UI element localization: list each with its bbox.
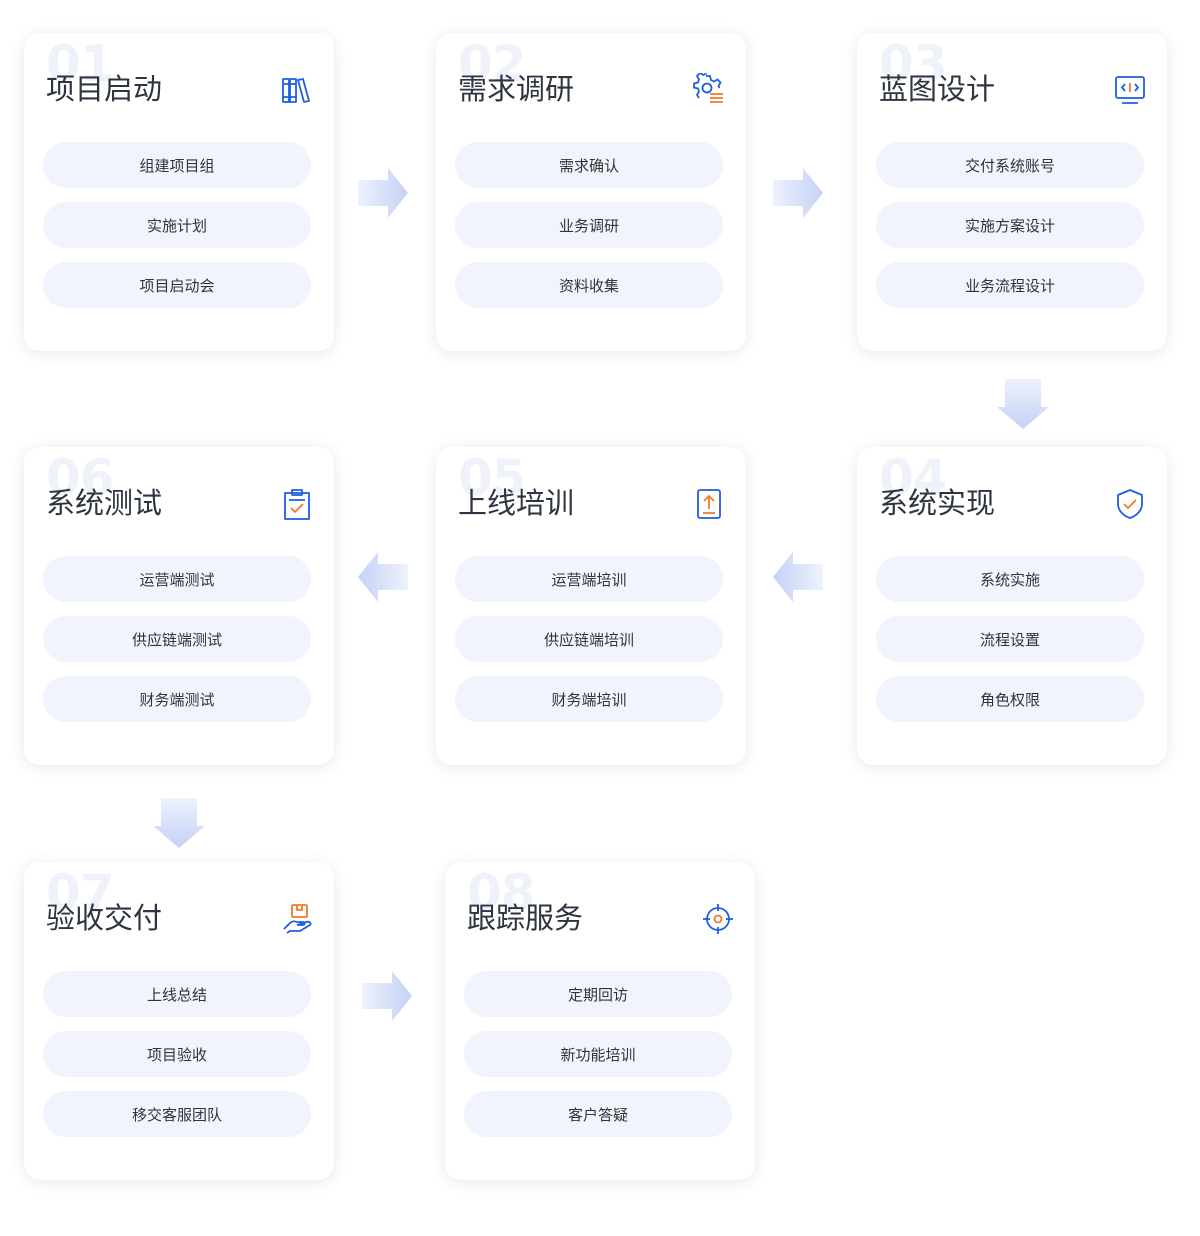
arrow-right-icon bbox=[358, 168, 408, 218]
step-card-05: 05 上线培训 运营端培训 供应链端培训 财务端培训 bbox=[436, 447, 746, 765]
step-item: 客户答疑 bbox=[464, 1091, 732, 1137]
step-title: 验收交付 bbox=[46, 901, 163, 935]
step-card-01: 01 项目启动 组建项目组 实施计划 项目启动会 bbox=[24, 33, 334, 351]
step-number: 02 bbox=[458, 35, 527, 93]
step-item: 组建项目组 bbox=[43, 142, 311, 188]
books-icon bbox=[282, 78, 310, 103]
gear-list-icon bbox=[693, 73, 723, 103]
step-card-02: 02 需求调研 需求确认 业务调研 资料收集 bbox=[436, 33, 746, 351]
arrow-down-icon bbox=[153, 798, 205, 848]
step-item: 交付系统账号 bbox=[876, 142, 1144, 188]
step-item: 运营端培训 bbox=[455, 556, 723, 602]
shield-check-icon bbox=[1117, 489, 1143, 519]
step-item: 业务流程设计 bbox=[876, 262, 1144, 308]
step-title: 蓝图设计 bbox=[879, 72, 996, 106]
upload-document-icon bbox=[697, 489, 721, 519]
step-item: 系统实施 bbox=[876, 556, 1144, 602]
step-title: 跟踪服务 bbox=[467, 901, 584, 935]
step-item: 新功能培训 bbox=[464, 1031, 732, 1077]
step-title: 项目启动 bbox=[46, 72, 163, 106]
code-monitor-icon bbox=[1115, 76, 1145, 104]
step-title: 系统测试 bbox=[46, 486, 163, 520]
step-title: 上线培训 bbox=[458, 486, 575, 520]
step-item: 业务调研 bbox=[455, 202, 723, 248]
step-card-07: 07 验收交付 上线总结 项目验收 移交客服团队 bbox=[24, 862, 334, 1180]
step-item: 角色权限 bbox=[876, 676, 1144, 722]
step-number: 06 bbox=[46, 449, 115, 507]
arrow-left-icon bbox=[358, 552, 408, 602]
step-number: 08 bbox=[467, 864, 536, 922]
step-item: 流程设置 bbox=[876, 616, 1144, 662]
arrow-right-icon bbox=[773, 168, 823, 218]
step-item: 供应链端培训 bbox=[455, 616, 723, 662]
hand-package-icon bbox=[283, 904, 312, 934]
step-item: 实施方案设计 bbox=[876, 202, 1144, 248]
step-item: 供应链端测试 bbox=[43, 616, 311, 662]
step-number: 05 bbox=[458, 449, 527, 507]
clipboard-check-icon bbox=[284, 489, 310, 520]
step-title: 系统实现 bbox=[879, 486, 996, 520]
step-item: 财务端培训 bbox=[455, 676, 723, 722]
step-item: 移交客服团队 bbox=[43, 1091, 311, 1137]
step-number: 01 bbox=[46, 35, 115, 93]
step-card-03: 03 蓝图设计 交付系统账号 实施方案设计 业务流程设计 bbox=[857, 33, 1167, 351]
target-icon bbox=[703, 904, 733, 934]
step-item: 定期回访 bbox=[464, 971, 732, 1017]
arrow-left-icon bbox=[773, 552, 823, 602]
step-number: 07 bbox=[46, 864, 115, 922]
step-item: 项目验收 bbox=[43, 1031, 311, 1077]
step-title: 需求调研 bbox=[458, 72, 575, 106]
arrow-down-icon bbox=[997, 379, 1049, 429]
step-number: 04 bbox=[879, 449, 948, 507]
step-card-04: 04 系统实现 系统实施 流程设置 角色权限 bbox=[857, 447, 1167, 765]
step-item: 资料收集 bbox=[455, 262, 723, 308]
step-item: 需求确认 bbox=[455, 142, 723, 188]
step-item: 上线总结 bbox=[43, 971, 311, 1017]
step-item: 实施计划 bbox=[43, 202, 311, 248]
step-card-06: 06 系统测试 运营端测试 供应链端测试 财务端测试 bbox=[24, 447, 334, 765]
step-item: 项目启动会 bbox=[43, 262, 311, 308]
step-card-08: 08 跟踪服务 定期回访 新功能培训 客户答疑 bbox=[445, 862, 755, 1180]
step-item: 运营端测试 bbox=[43, 556, 311, 602]
step-item: 财务端测试 bbox=[43, 676, 311, 722]
arrow-right-icon bbox=[362, 971, 412, 1021]
step-number: 03 bbox=[879, 35, 948, 93]
